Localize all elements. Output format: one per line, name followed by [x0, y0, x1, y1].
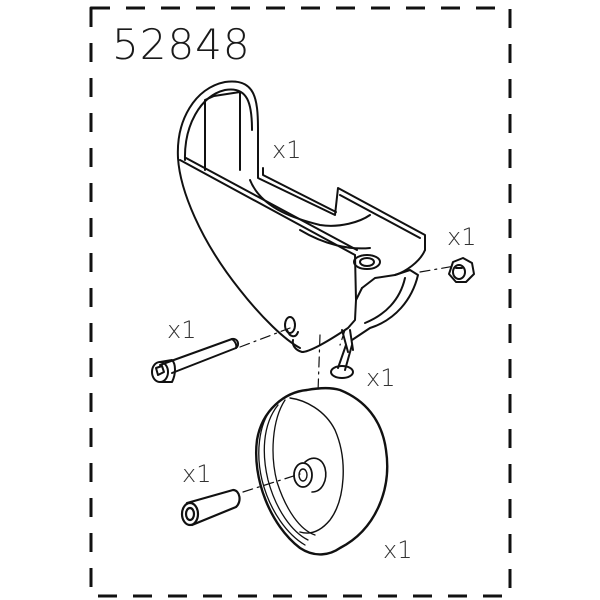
bolt-quantity-label: x1	[167, 316, 197, 344]
wheel-part-icon	[255, 386, 389, 556]
part-number-title: 52848	[112, 20, 251, 69]
bolt-part-icon	[151, 337, 240, 383]
pin-quantity-label: x1	[366, 364, 396, 392]
assembly-lines	[239, 265, 456, 493]
wheel-quantity-label: x1	[383, 536, 413, 564]
nut-part-icon	[448, 257, 475, 283]
dashed-border	[89, 6, 512, 598]
pin-part-icon	[330, 344, 354, 379]
housing-part-icon	[176, 80, 426, 353]
spacer-part-icon	[180, 488, 241, 527]
spacer-quantity-label: x1	[182, 460, 212, 488]
housing-quantity-label: x1	[272, 136, 302, 164]
nut-quantity-label: x1	[447, 223, 477, 251]
